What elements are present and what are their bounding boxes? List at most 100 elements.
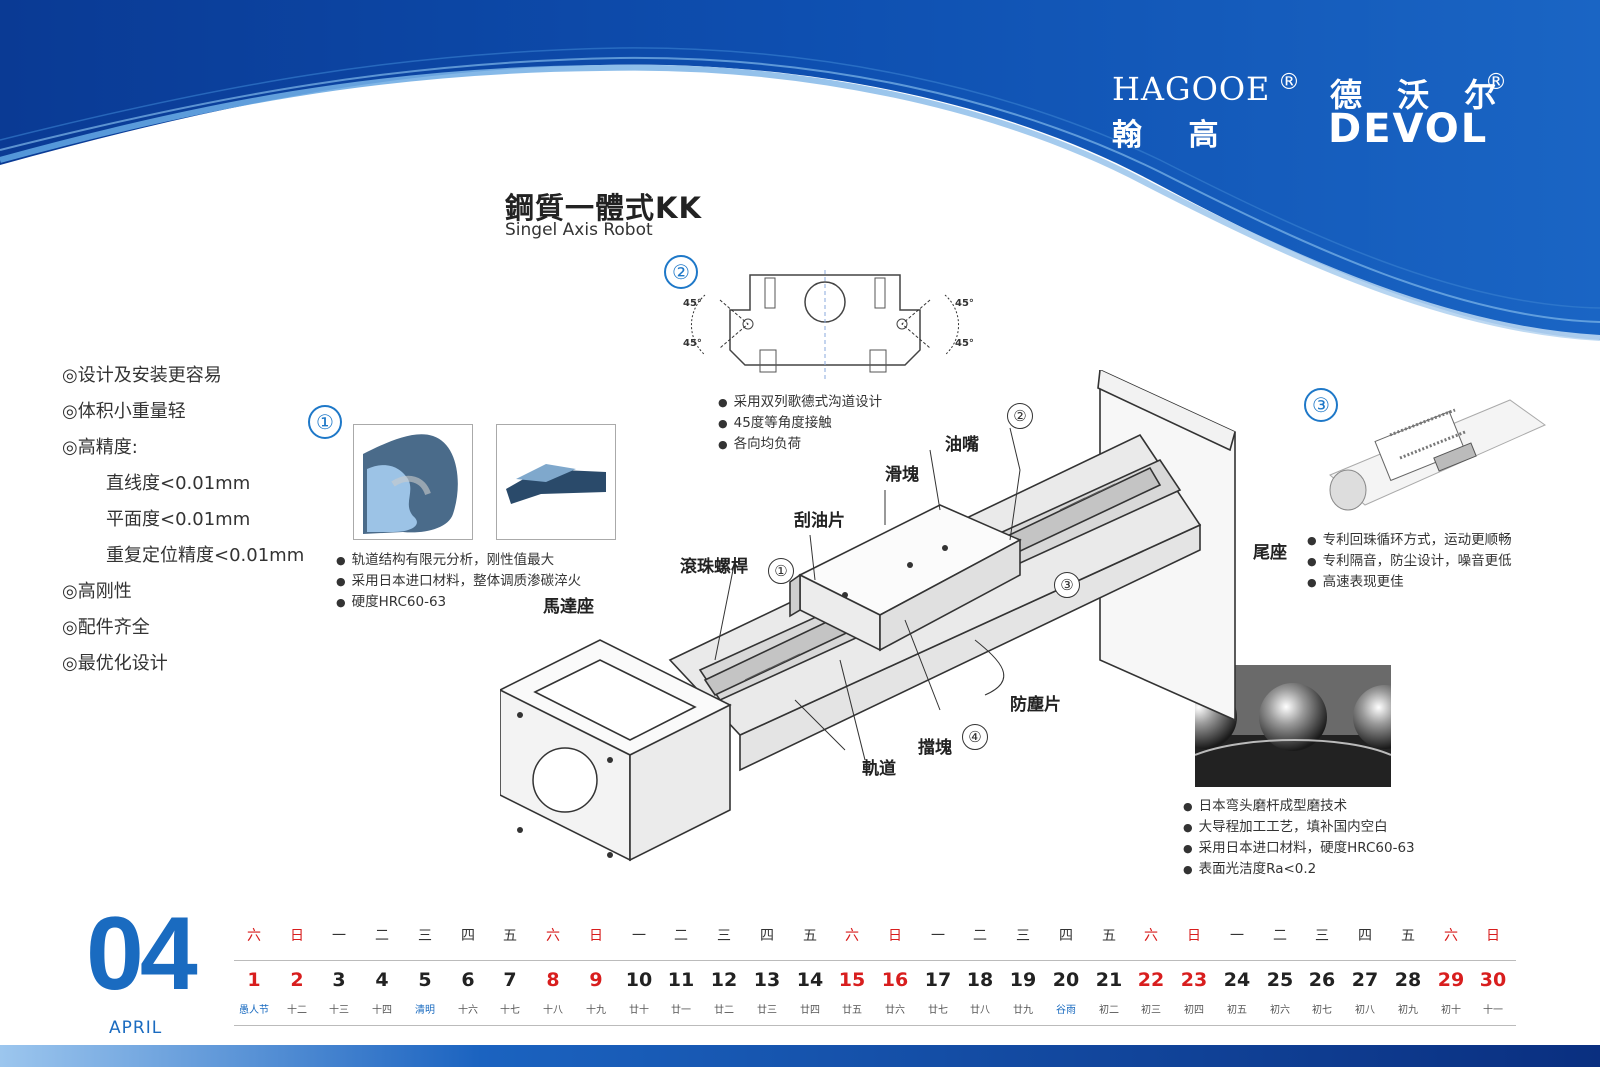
brand-devol-hanzi: 德 沃 尔 [1330, 76, 1509, 114]
bullet-item: 采用日本进口材料，整体调质渗碳淬火 [336, 571, 582, 592]
product-subtitle: Singel Axis Robot [505, 220, 653, 240]
feature-item: ◎配件齐全 [62, 617, 150, 638]
calendar-lunar-date: 初七 [1312, 1005, 1332, 1016]
calendar-weekday: 日 [888, 928, 902, 944]
calendar-lunar-date: 初四 [1184, 1005, 1204, 1016]
bullet-item: 各向均负荷 [718, 434, 882, 455]
calendar-day-number: 20 [1052, 969, 1080, 991]
calendar-lunar-date: 十八 [543, 1005, 563, 1016]
feature-item: ◎最优化设计 [62, 653, 168, 674]
brand-hagooe-logo: HAGOOE [1112, 70, 1271, 108]
calendar-lunar-date: 初八 [1355, 1005, 1375, 1016]
feature-item: 直线度<0.01mm [106, 473, 251, 494]
feature-item: ◎高刚性 [62, 581, 132, 602]
calendar-lunar-date: 初九 [1398, 1005, 1418, 1016]
bullet-item: 硬度HRC60-63 [336, 592, 581, 613]
calendar-weekday: 二 [1273, 928, 1287, 944]
calendar-lunar-date: 廿七 [928, 1005, 948, 1016]
calendar-weekday: 四 [461, 928, 475, 944]
calendar-weekday: 五 [1102, 928, 1116, 944]
footer-bar [0, 1045, 1600, 1067]
drawing-marker-2: ② [1007, 403, 1033, 429]
bullet-item: 45度等角度接触 [718, 413, 882, 434]
calendar-day-number: 5 [418, 969, 432, 991]
calendar-month-name: APRIL [109, 1018, 163, 1038]
calendar-weekday: 四 [1059, 928, 1073, 944]
calendar-day-number: 10 [625, 969, 653, 991]
calendar-weekday: 三 [418, 928, 432, 944]
bullet-item: 日本弯头磨杆成型磨技术 [1183, 796, 1415, 817]
calendar-day-number: 8 [546, 969, 560, 991]
calendar-weekday: 六 [1144, 928, 1158, 944]
calendar-weekday: 六 [845, 928, 859, 944]
calendar-day-number: 14 [796, 969, 824, 991]
calendar-lunar-date: 廿九 [1013, 1005, 1033, 1016]
calendar-lunar-date: 廿四 [800, 1005, 820, 1016]
bullet-item: 大导程加工工艺，填补国内空白 [1183, 817, 1415, 838]
calendar-lunar-date: 十九 [586, 1005, 606, 1016]
part-label-slider: 滑塊 [885, 465, 919, 485]
calendar-day-number: 17 [924, 969, 952, 991]
calendar-weekday: 一 [332, 928, 346, 944]
calendar-lunar-date: 十三 [329, 1005, 349, 1016]
calendar-lunar-date: 十四 [372, 1005, 392, 1016]
calendar-lunar-date: 初五 [1227, 1005, 1247, 1016]
bullet-item: 采用日本进口材料，硬度HRC60-63 [1183, 838, 1415, 859]
calendar-lunar-date: 初六 [1270, 1005, 1290, 1016]
part-label-oil-nozzle: 油嘴 [945, 435, 979, 455]
linear-module-drawing [500, 370, 1236, 862]
calendar-lunar-date: 初十 [1441, 1005, 1461, 1016]
callout-4-bullets: 日本弯头磨杆成型磨技术 大导程加工工艺，填补国内空白 采用日本进口材料，硬度HR… [1183, 796, 1415, 880]
calendar-day-number: 4 [375, 969, 389, 991]
drawing-marker-1: ① [768, 558, 794, 584]
bullet-item: 专利隔音，防尘设计，噪音更低 [1307, 551, 1512, 572]
calendar-day-number: 22 [1137, 969, 1165, 991]
brand-devol-logo: DEVOL [1328, 106, 1489, 152]
calendar-day-number: 9 [589, 969, 603, 991]
feature-item: ◎设计及安装更容易 [62, 365, 222, 386]
ball-recirculation-image [1329, 399, 1547, 511]
calendar-day-number: 25 [1266, 969, 1294, 991]
calendar-weekday: 一 [632, 928, 646, 944]
bullet-item: 专利回珠循环方式，运动更顺畅 [1307, 530, 1512, 551]
calendar-day-number: 24 [1223, 969, 1251, 991]
feature-item: ◎高精度: [62, 437, 138, 458]
bullet-item: 轨道结构有限元分析，刚性值最大 [336, 550, 581, 571]
registered-mark-2: ® [1485, 70, 1507, 95]
calendar-weekday: 五 [503, 928, 517, 944]
part-label-tail-seat: 尾座 [1253, 543, 1287, 563]
calendar-weekday: 六 [247, 928, 261, 944]
angle-label: 45° [683, 298, 702, 309]
calendar-day-number: 28 [1394, 969, 1422, 991]
calendar-weekday: 日 [1486, 928, 1500, 944]
calendar-day-number: 23 [1180, 969, 1208, 991]
calendar-lunar-date: 廿三 [757, 1005, 777, 1016]
bullet-item: 高速表现更佳 [1307, 572, 1512, 593]
calendar-lunar-date: 廿十 [629, 1005, 649, 1016]
part-label-wiper: 刮油片 [794, 511, 845, 531]
calendar-day-number: 26 [1308, 969, 1336, 991]
feature-item: 重复定位精度<0.01mm [106, 545, 305, 566]
calendar-weekday: 二 [973, 928, 987, 944]
calendar-day-number: 16 [881, 969, 909, 991]
calendar-day-number: 21 [1095, 969, 1123, 991]
slider-cross-section-diagram [691, 270, 959, 380]
calendar-divider [234, 960, 1516, 961]
calendar-weekday: 六 [1444, 928, 1458, 944]
calendar-day-number: 19 [1009, 969, 1037, 991]
calendar-lunar-date: 初三 [1141, 1005, 1161, 1016]
part-label-ball-screw: 滾珠螺桿 [680, 557, 748, 577]
calendar-weekday: 五 [803, 928, 817, 944]
calendar-weekday: 二 [674, 928, 688, 944]
rail-fea-image [353, 424, 473, 540]
calendar-weekday: 三 [1315, 928, 1329, 944]
calendar-day-number: 6 [461, 969, 475, 991]
calendar-divider [234, 1025, 1516, 1026]
leader-lines [714, 427, 1021, 761]
calendar-lunar-date: 十一 [1483, 1005, 1503, 1016]
calendar-day-number: 2 [290, 969, 304, 991]
calendar-lunar-date: 廿五 [842, 1005, 862, 1016]
callout-3-number: ③ [1304, 388, 1338, 422]
calendar-weekday: 二 [375, 928, 389, 944]
calendar-weekday: 三 [1016, 928, 1030, 944]
